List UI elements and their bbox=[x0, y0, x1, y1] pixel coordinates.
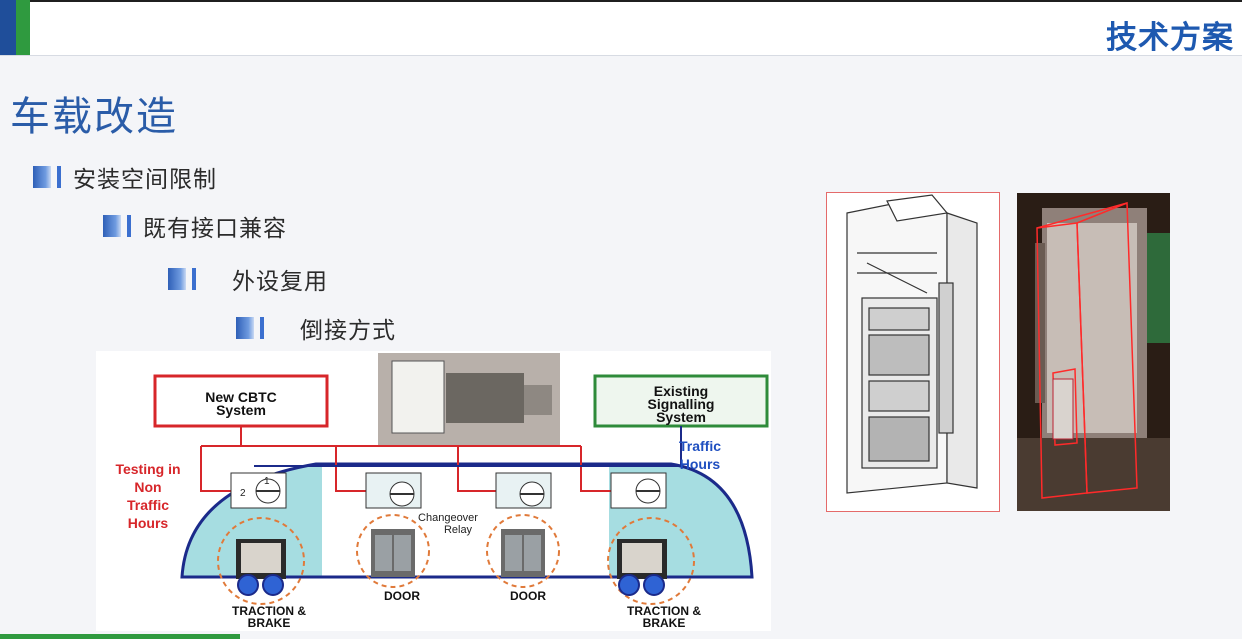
bullet-text: 倒接方式 bbox=[300, 318, 396, 344]
bullet-square-icon bbox=[103, 215, 121, 237]
door-panel bbox=[524, 535, 541, 571]
cabinet-drawing bbox=[826, 192, 1000, 512]
changeover-diagram: New CBTC System Existing Signalling Syst… bbox=[96, 351, 771, 631]
traction-brake-label-2: BRAKE bbox=[248, 616, 291, 630]
header-accent-green bbox=[16, 0, 30, 55]
existing-wiring bbox=[254, 426, 682, 467]
relay-device-body bbox=[446, 373, 524, 423]
bogie-wheels bbox=[237, 574, 665, 596]
testing-label-3: Traffic bbox=[127, 497, 169, 513]
slide-header: 技术方案 bbox=[0, 0, 1242, 56]
traction-brake-label-2: BRAKE bbox=[643, 616, 686, 630]
door-label: DOOR bbox=[510, 589, 546, 603]
bullet-square-icon bbox=[33, 166, 51, 188]
header-title: 技术方案 bbox=[1106, 20, 1234, 56]
equipment-highlight-circles bbox=[217, 514, 695, 605]
changeover-switch bbox=[495, 472, 552, 509]
door-panel bbox=[394, 535, 411, 571]
traffic-label-2: Hours bbox=[680, 456, 721, 472]
bullet-square-icon bbox=[236, 317, 254, 339]
traction-brake-label-1: TRACTION & bbox=[627, 604, 701, 618]
traffic-label-1: Traffic bbox=[679, 438, 721, 454]
changeover-switch bbox=[610, 472, 667, 509]
traction-brake-photo-inner bbox=[622, 543, 662, 573]
footer-accent-green bbox=[0, 634, 240, 639]
new-cbtc-label-line2: System bbox=[216, 402, 266, 418]
door-panel bbox=[375, 535, 392, 571]
bullet-level-2: 既有接口兼容 bbox=[103, 209, 287, 243]
changeover-switch bbox=[230, 472, 287, 509]
relay-device-face bbox=[391, 360, 445, 434]
bullet-square-icon bbox=[168, 268, 186, 290]
door-panel bbox=[505, 535, 522, 571]
testing-label-2: Non bbox=[134, 479, 161, 495]
switch-pos-2: 2 bbox=[240, 488, 246, 499]
header-accent-blue bbox=[0, 0, 16, 55]
cabinet-highlight bbox=[1052, 378, 1074, 440]
traction-brake-photo-inner bbox=[241, 543, 281, 573]
relay-device-connector bbox=[524, 385, 552, 415]
bullet-bar-icon bbox=[192, 268, 196, 290]
train-interior-photo bbox=[1017, 193, 1170, 511]
changeover-label-2: Relay bbox=[444, 524, 473, 536]
bullet-text: 安装空间限制 bbox=[73, 167, 217, 193]
existing-label-line1: Existing bbox=[654, 383, 708, 399]
bullet-text: 既有接口兼容 bbox=[143, 216, 287, 242]
page-title: 车载改造 bbox=[10, 94, 178, 140]
testing-label-4: Hours bbox=[128, 515, 169, 531]
cabinet-drawing-svg bbox=[846, 194, 978, 494]
bullet-level-4: 倒接方式 bbox=[236, 311, 396, 345]
bullet-level-3: 外设复用 bbox=[168, 262, 328, 296]
new-cbtc-label-line1: New CBTC bbox=[205, 389, 277, 405]
door-label: DOOR bbox=[384, 589, 420, 603]
train-interior-svg bbox=[1017, 193, 1170, 511]
bullet-text: 外设复用 bbox=[232, 269, 328, 295]
testing-label-1: Testing in bbox=[115, 461, 180, 477]
header-top-line bbox=[30, 0, 1242, 2]
cbtc-wiring bbox=[200, 426, 611, 492]
existing-label-line2: Signalling bbox=[648, 396, 715, 412]
bullet-bar-icon bbox=[260, 317, 264, 339]
bullet-bar-icon bbox=[57, 166, 61, 188]
existing-label-line3: System bbox=[656, 409, 706, 425]
traction-brake-label-1: TRACTION & bbox=[232, 604, 306, 618]
bullet-bar-icon bbox=[127, 215, 131, 237]
existing-system-box bbox=[593, 374, 769, 428]
switch-pos-1: 1 bbox=[264, 476, 270, 487]
changeover-switch bbox=[365, 472, 422, 509]
changeover-label-1: Changeover bbox=[418, 512, 478, 524]
bullet-level-1: 安装空间限制 bbox=[33, 160, 217, 194]
diagram-svg: New CBTC System Existing Signalling Syst… bbox=[115, 353, 769, 630]
